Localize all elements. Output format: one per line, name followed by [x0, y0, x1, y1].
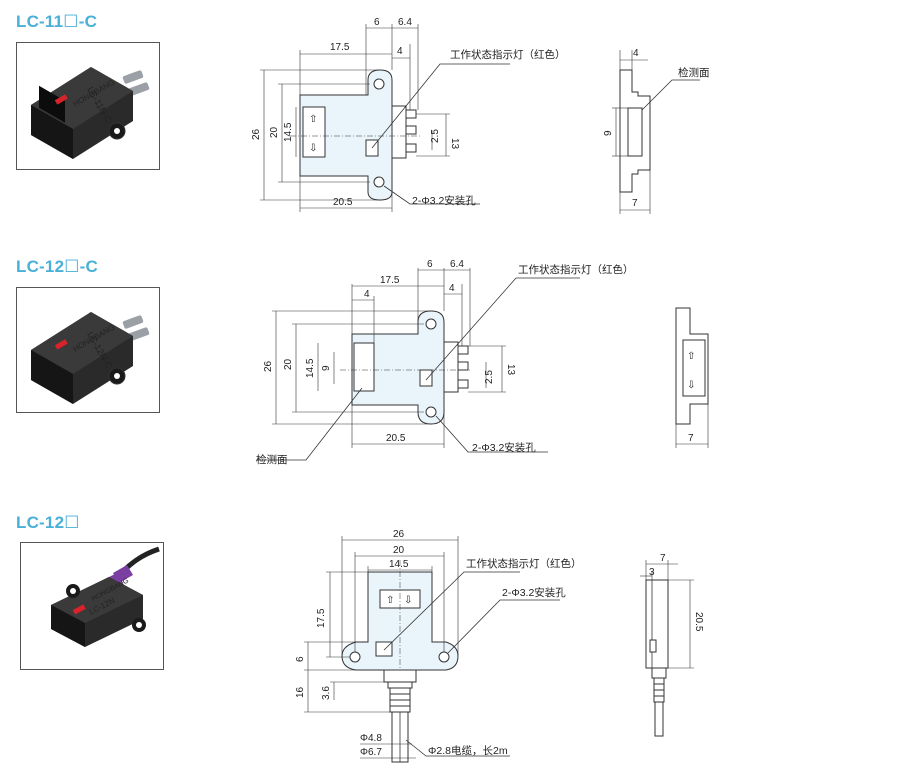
cable-callout: Φ2.8电缆，长2m — [428, 744, 508, 757]
device-illustration: HONGBANG LC-12N — [51, 546, 160, 647]
up-arrow-icon: ⇧ — [386, 595, 394, 606]
dim-13: 13 — [505, 364, 516, 376]
lc11-front-view: ⇧ ⇩ 6 6.4 17.5 4 26 20 14.5 13 2.5 — [251, 17, 566, 212]
dim-4: 4 — [397, 46, 403, 57]
dim-9: 9 — [321, 365, 332, 371]
dim-2.5: 2.5 — [430, 129, 441, 143]
dim-9: 9 — [603, 130, 614, 136]
dim-4: 4 — [364, 289, 370, 300]
dim-20.5: 20.5 — [333, 197, 353, 208]
product-title-lc11: LC-11☐-C — [16, 12, 98, 31]
mounting-hole-icon — [349, 651, 361, 663]
indicator-callout: 工作状态指示灯（红色） — [518, 263, 634, 276]
dim-20: 20 — [283, 358, 294, 370]
dim-7: 7 — [688, 433, 694, 444]
dim-2.5: 2.5 — [484, 370, 495, 384]
dim-13: 13 — [449, 138, 460, 150]
surface-callout: 检测面 — [678, 66, 710, 79]
dim-7: 7 — [660, 553, 666, 564]
dim-17.5: 17.5 — [380, 275, 400, 286]
mounting-hole-icon — [425, 318, 437, 330]
up-arrow-icon: ⇧ — [309, 114, 317, 125]
product-photo-lc11: HONGBANG LC-11N-C — [16, 42, 160, 170]
product-photo-lc12: HONGBANG LC-12N — [20, 542, 164, 670]
dim-26: 26 — [393, 529, 405, 540]
dim-3: 3 — [649, 567, 655, 578]
surface-callout: 检测面 — [256, 453, 288, 466]
product-photo-lc12c: HONGBANG LC-12N-C — [16, 287, 160, 413]
device-illustration: HONGBANG LC-12N-C — [31, 312, 150, 404]
hole-callout: 2-Φ3.2安装孔 — [472, 441, 536, 454]
dim-14.5: 14.5 — [305, 358, 316, 378]
hole-callout: 2-Φ3.2安装孔 — [412, 194, 476, 207]
dim-20.5: 20.5 — [386, 433, 406, 444]
product-title-lc12c: LC-12☐-C — [16, 257, 99, 276]
down-arrow-icon: ⇩ — [309, 143, 317, 154]
dim-phi-4.8: Φ4.8 — [360, 733, 382, 744]
dim-20: 20 — [269, 126, 280, 138]
dim-26: 26 — [251, 128, 262, 140]
dim-6.4: 6.4 — [398, 17, 412, 28]
dim-20: 20 — [393, 545, 405, 556]
mounting-hole-icon — [373, 176, 385, 188]
dim-16: 16 — [295, 686, 306, 698]
dim-17.5: 17.5 — [330, 42, 350, 53]
lc12-front-view: ⇧ ⇩ 26 20 14.5 17.5 6 — [295, 529, 582, 763]
lc12c-side-view: ⇧ ⇩ 7 — [675, 307, 709, 448]
dim-6: 6 — [295, 656, 306, 662]
dim-14.5: 14.5 — [283, 122, 294, 142]
mounting-hole-icon — [425, 406, 437, 418]
device-illustration: HONGBANG LC-11N-C — [31, 67, 150, 159]
dim-4: 4 — [633, 48, 639, 59]
product-title-lc12: LC-12☐ — [16, 513, 80, 532]
dim-3.6: 3.6 — [321, 686, 332, 700]
dim-7: 7 — [632, 198, 638, 209]
down-arrow-icon: ⇩ — [687, 380, 695, 391]
dim-phi-6.7: Φ6.7 — [360, 747, 382, 758]
dim-20.5: 20.5 — [693, 612, 704, 632]
dim-6.4: 6.4 — [450, 259, 464, 270]
dim-14.5: 14.5 — [389, 559, 409, 570]
indicator-callout: 工作状态指示灯（红色） — [466, 557, 582, 570]
lc11-side-view: 4 9 7 检测面 — [603, 48, 710, 214]
down-arrow-icon: ⇩ — [404, 595, 412, 606]
lc12c-front-view: 6 6.4 17.5 4 4 26 20 14.5 9 13 2.5 20.5 … — [256, 259, 634, 466]
hole-callout: 2-Φ3.2安装孔 — [502, 586, 566, 599]
dim-6: 6 — [374, 17, 380, 28]
mounting-hole-icon — [373, 78, 385, 90]
dim-4: 4 — [449, 283, 455, 294]
dim-17.5: 17.5 — [316, 608, 327, 628]
indicator-callout: 工作状态指示灯（红色） — [450, 48, 566, 61]
lc12-side-view: 7 3 20.5 — [640, 553, 704, 737]
dim-26: 26 — [263, 360, 274, 372]
up-arrow-icon: ⇧ — [687, 351, 695, 362]
dim-6: 6 — [427, 259, 433, 270]
mounting-hole-icon — [438, 651, 450, 663]
